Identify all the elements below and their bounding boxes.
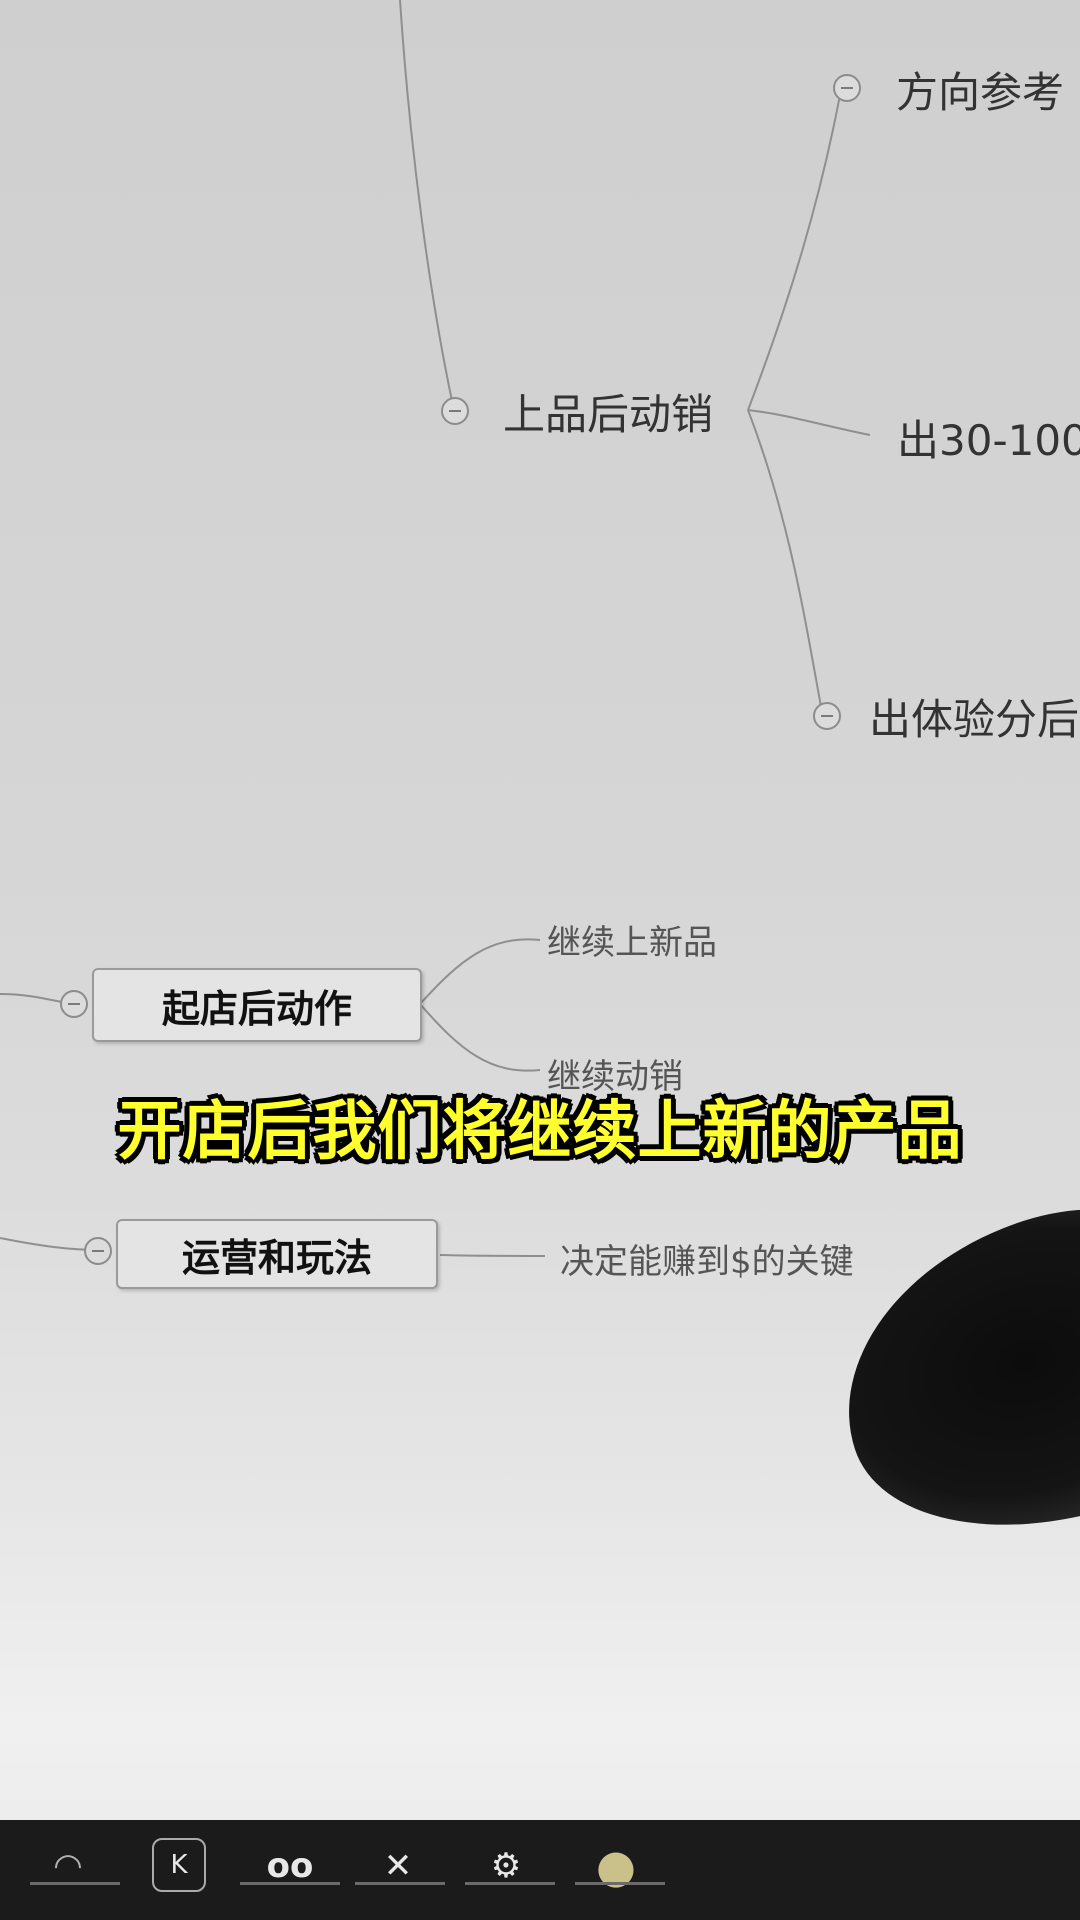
- capcut-icon[interactable]: ✕: [383, 1846, 413, 1886]
- node-operations-and-play[interactable]: 运营和玩法: [116, 1219, 438, 1289]
- node-after-open-actions-label: 起店后动作: [161, 986, 352, 1031]
- node-continue-sales[interactable]: 继续动销: [547, 1057, 683, 1097]
- avatar-icon[interactable]: ●: [595, 1839, 637, 1893]
- collapse-toggle-operations[interactable]: [84, 1237, 112, 1265]
- node-key-to-earn[interactable]: 决定能赚到$的关键: [560, 1242, 854, 1282]
- taskbar: [0, 1820, 1080, 1920]
- taskbar-indicator: [240, 1882, 340, 1885]
- collapse-toggle-after-open[interactable]: [60, 990, 88, 1018]
- taskbar-indicator: [30, 1882, 120, 1885]
- collapse-toggle-direction[interactable]: [833, 74, 861, 102]
- node-experience-score[interactable]: 出体验分后: [869, 695, 1080, 744]
- collapse-toggle-listing[interactable]: [441, 397, 469, 425]
- launcher-icon[interactable]: ◠: [53, 1846, 83, 1886]
- collapse-toggle-experience[interactable]: [813, 702, 841, 730]
- node-direction-reference[interactable]: 方向参考: [896, 68, 1065, 117]
- node-operations-and-play-label: 运营和玩法: [181, 1235, 372, 1280]
- taskbar-indicator: [575, 1882, 665, 1885]
- k-app-icon[interactable]: K: [152, 1838, 206, 1892]
- glasses-icon[interactable]: oo: [266, 1846, 314, 1886]
- node-listing-sales[interactable]: 上品后动销: [503, 390, 714, 439]
- video-caption: 开店后我们将继续上新的产品: [117, 1095, 963, 1169]
- node-after-open-actions[interactable]: 起店后动作: [92, 968, 422, 1042]
- node-output-30-100[interactable]: 出30-100: [897, 416, 1080, 465]
- node-continue-new-products[interactable]: 继续上新品: [547, 923, 717, 963]
- taskbar-indicator: [465, 1882, 555, 1885]
- taskbar-indicator: [355, 1882, 445, 1885]
- gear-icon[interactable]: ⚙: [490, 1846, 522, 1886]
